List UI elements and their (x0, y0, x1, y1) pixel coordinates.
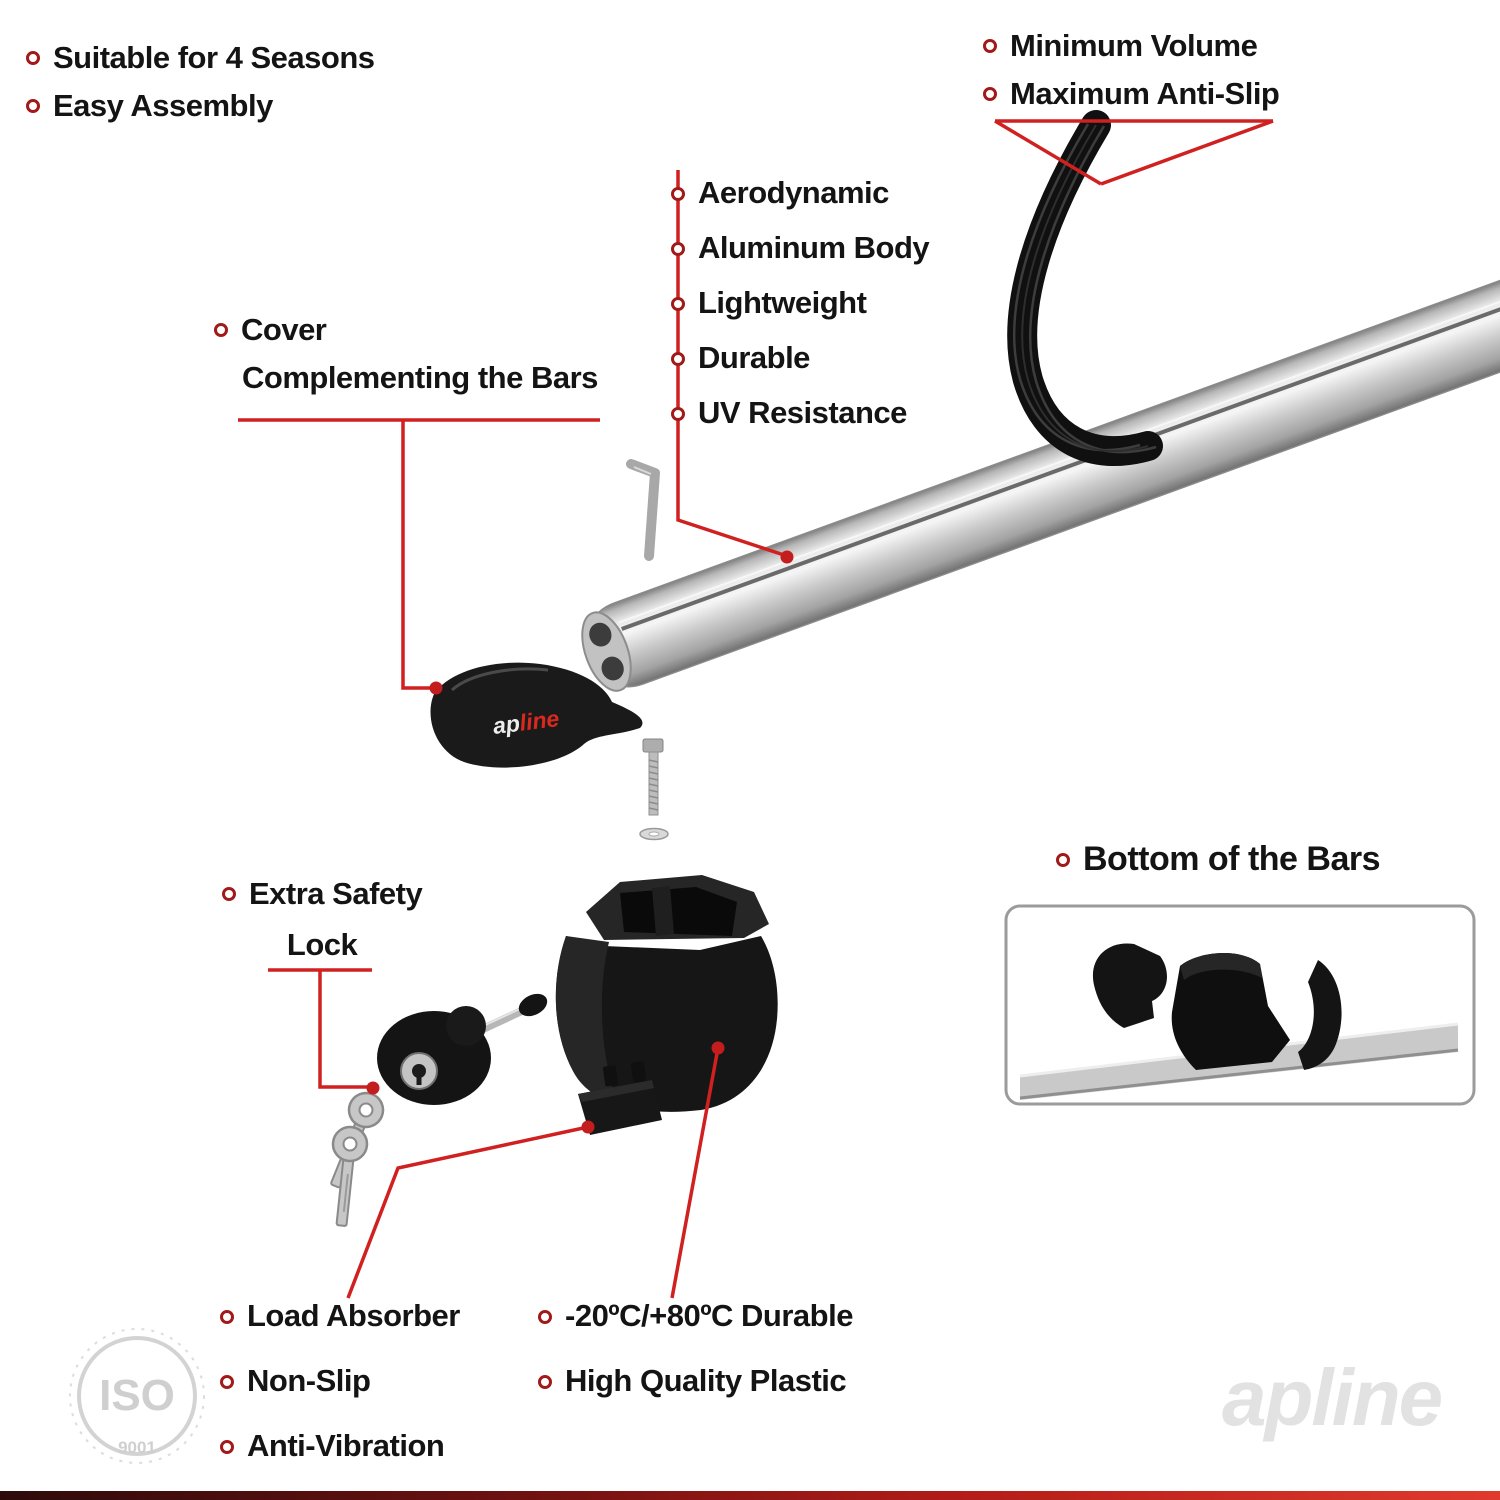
clamp-claw (1092, 943, 1167, 1028)
feature-item: Minimum Volume (983, 22, 1279, 70)
feature-item: Aluminum Body (671, 221, 930, 276)
feature-item: Extra Safety (222, 872, 423, 916)
safety-lock (377, 993, 548, 1105)
foot-cover: apline (430, 662, 643, 768)
leader-line-bar-features (676, 170, 788, 558)
feature-text: Bottom of the Bars (1083, 840, 1381, 879)
feature-item: UV Resistance (671, 386, 929, 441)
bullet-icon (214, 323, 228, 337)
bullet-icon (983, 87, 997, 101)
leader-dot (711, 1041, 725, 1055)
bullet-icon (26, 51, 40, 65)
top-right-feature-list: Minimum Volume Maximum Anti-Slip (983, 22, 1280, 118)
feature-item: Lightweight (671, 276, 929, 331)
feature-text: Extra Safety (249, 875, 423, 911)
keys (330, 1091, 385, 1227)
feature-text: Cover (241, 311, 327, 347)
feature-item: Maximum Anti-Slip (983, 70, 1280, 118)
lock-label: Extra Safety Lock (222, 872, 423, 962)
feature-text: Aluminum Body (698, 230, 930, 266)
brand-watermark: apline (1222, 1353, 1443, 1442)
feature-item: Load Absorber (220, 1284, 460, 1349)
load-absorber-part (578, 1061, 662, 1135)
key-icon (331, 1125, 369, 1227)
top-left-feature-list: Suitable for 4 Seasons Easy Assembly (26, 34, 375, 130)
mounting-foot (555, 875, 778, 1112)
bullet-icon (538, 1309, 552, 1324)
rubber-strip (1007, 110, 1163, 467)
feature-text: Lightweight (698, 285, 867, 321)
footer-accent-bar (0, 1491, 1500, 1500)
leader-line (1100, 119, 1274, 186)
feature-text: Easy Assembly (53, 87, 273, 123)
feature-text: Complementing the Bars (242, 360, 598, 395)
bottom-left-feature-list: Load Absorber Non-Slip Anti-Vibration (220, 1284, 460, 1479)
bottom-of-bars-view (1004, 904, 1476, 1106)
feature-text: High Quality Plastic (565, 1363, 847, 1399)
bullet-icon (671, 241, 685, 256)
feature-text: Non-Slip (247, 1363, 371, 1399)
feature-text: -20ºC/+80ºC Durable (565, 1298, 853, 1334)
feature-item: Non-Slip (220, 1349, 460, 1414)
bullet-icon (671, 186, 685, 201)
bottom-mid-feature-list: -20ºC/+80ºC Durable High Quality Plastic (538, 1284, 853, 1414)
feature-text: Load Absorber (247, 1298, 460, 1334)
bullet-icon (983, 39, 997, 53)
lock-knob (518, 993, 548, 1017)
bullet-icon (220, 1309, 234, 1324)
leader-line-lock (318, 970, 367, 1089)
bullet-icon (671, 406, 685, 421)
feature-item: Suitable for 4 Seasons (26, 34, 375, 82)
clamp-foot-underside (1171, 952, 1290, 1070)
feature-item: High Quality Plastic (538, 1349, 853, 1414)
bottom-bars-label: Bottom of the Bars (1056, 838, 1381, 882)
allen-key (626, 459, 660, 561)
bullet-icon (671, 351, 685, 366)
feature-item: Cover (214, 308, 598, 352)
leader-dot (429, 681, 443, 695)
feature-item: -20ºC/+80ºC Durable (538, 1284, 853, 1349)
bullet-icon (538, 1374, 552, 1389)
feature-item: Bottom of the Bars (1056, 838, 1381, 882)
bullet-icon (1056, 853, 1070, 867)
feature-text: Anti-Vibration (247, 1428, 445, 1464)
washer (639, 827, 669, 841)
leader-line (994, 119, 1102, 186)
iso-title: ISO (99, 1371, 175, 1420)
feature-item: Easy Assembly (26, 82, 375, 130)
bolt (642, 738, 664, 816)
leader-dots (366, 550, 794, 1134)
bar-feature-list: Aerodynamic Aluminum Body Lightweight Du… (671, 166, 930, 441)
feature-item: Durable (671, 331, 929, 386)
rubber-pad-strip (1298, 960, 1342, 1070)
iso-subtitle: 9001 (118, 1438, 156, 1457)
bullet-icon (220, 1439, 234, 1454)
bullet-icon (26, 99, 40, 113)
feature-text: Aerodynamic (698, 175, 889, 211)
feature-item: Aerodynamic (671, 166, 929, 221)
feature-text: Maximum Anti-Slip (1010, 75, 1280, 111)
leader-lines (238, 119, 1274, 1299)
feature-item: Anti-Vibration (220, 1414, 460, 1479)
feature-text: Suitable for 4 Seasons (53, 39, 375, 75)
leader-line-cover (401, 420, 430, 690)
bullet-icon (671, 296, 685, 311)
feature-text: Lock (286, 927, 358, 962)
cover-label: Cover Complementing the Bars (214, 308, 598, 395)
leader-dot (581, 1120, 595, 1134)
bullet-icon (220, 1374, 234, 1389)
leader-dot (780, 550, 794, 564)
feature-text: UV Resistance (698, 395, 907, 431)
feature-text: Durable (698, 340, 810, 376)
leader-line-absorber (346, 1125, 589, 1299)
brand-logo-on-cover: apline (491, 705, 560, 739)
bullet-icon (222, 887, 236, 901)
iso-9001-badge: ISO 9001 (69, 1328, 205, 1464)
feature-text: Minimum Volume (1010, 27, 1258, 63)
leader-dot (366, 1081, 380, 1095)
leader-line-durability (670, 1047, 720, 1299)
